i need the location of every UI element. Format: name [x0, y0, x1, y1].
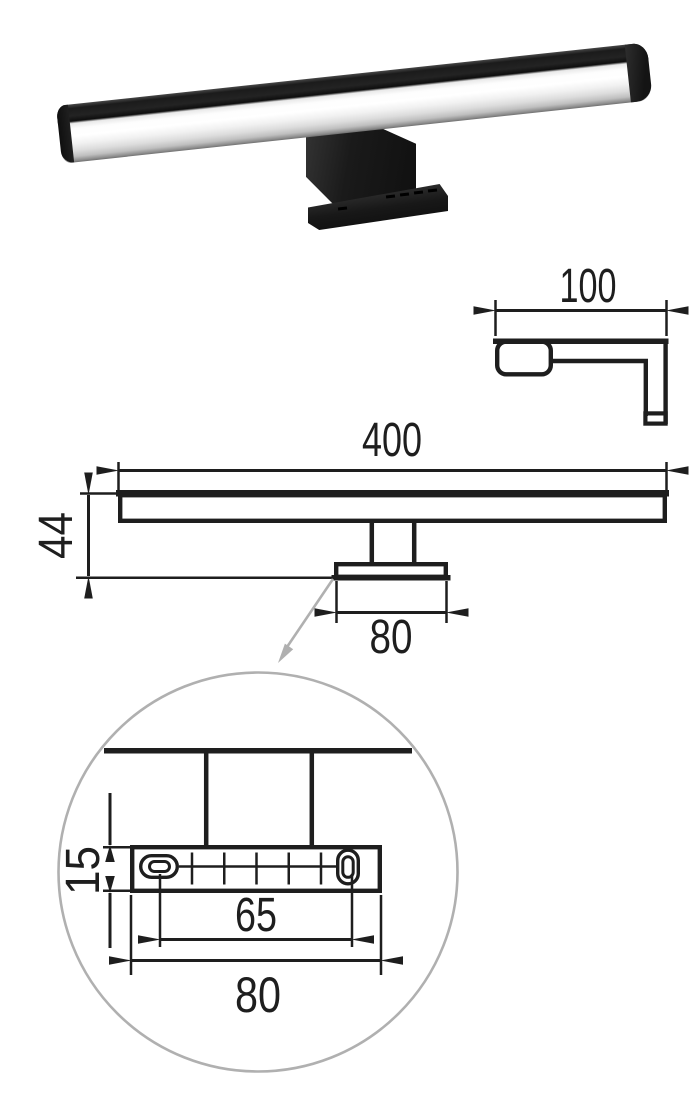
product-photo — [40, 20, 670, 230]
front-foot-width-label: 80 — [370, 611, 413, 664]
side-mounting-foot — [643, 411, 668, 426]
side-view: 100 — [473, 260, 689, 426]
side-lamp-body — [495, 339, 554, 377]
detail-right-slot-inner — [341, 855, 355, 879]
front-lamp-bar — [117, 493, 667, 524]
detail-view: 15 65 80 — [57, 671, 459, 1073]
detail-plate-width-label: 80 — [235, 967, 281, 1023]
front-length-label: 400 — [362, 414, 422, 467]
detail-mounting-plate — [129, 845, 383, 894]
detail-right-slot-outer — [336, 848, 361, 886]
detail-slot-spacing-label: 65 — [235, 889, 277, 942]
detail-leader-line — [283, 578, 335, 651]
detail-thickness-label: 15 — [57, 846, 110, 895]
front-mounting-foot — [334, 562, 449, 580]
side-width-label: 100 — [560, 260, 617, 313]
detail-leader-arrowhead — [278, 643, 294, 663]
detail-circle — [57, 671, 459, 1073]
detail-left-slot-inner — [148, 860, 171, 873]
front-height-label: 44 — [30, 512, 83, 559]
front-view: 400 44 80 — [30, 414, 689, 664]
